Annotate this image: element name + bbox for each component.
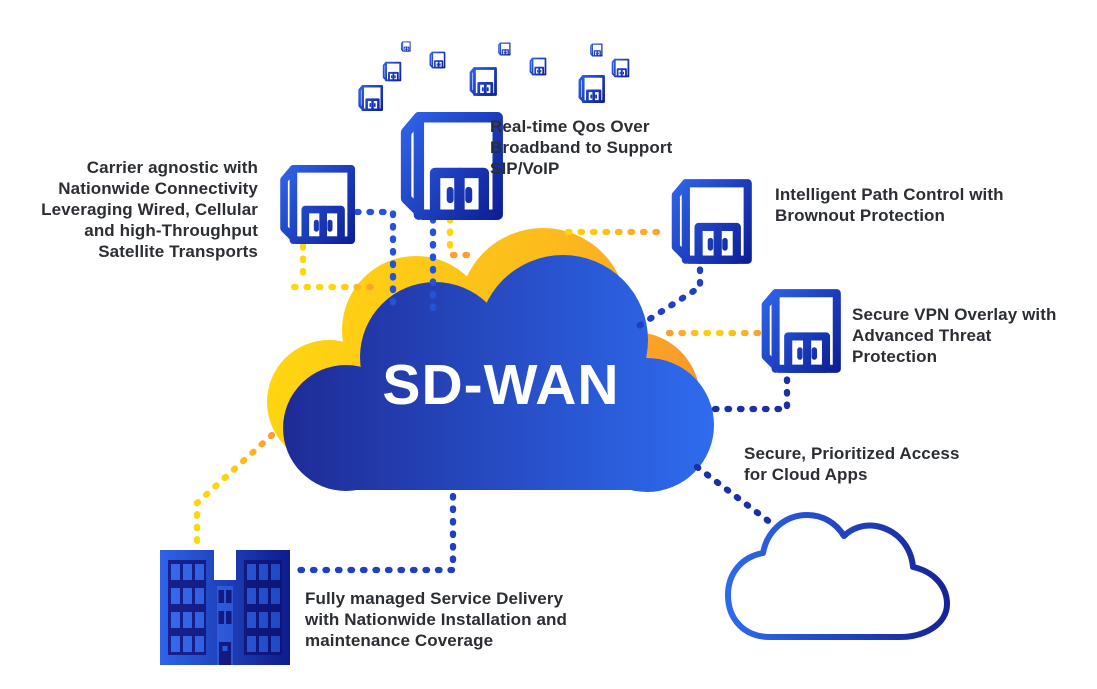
- edge-device-icon: [529, 57, 547, 76]
- connector-cloud-to-office-blue: [295, 492, 457, 574]
- edge-device-icon: [578, 75, 605, 103]
- label-realtime-qos: Real-time Qos Over Broadband to Support …: [490, 117, 673, 178]
- edge-device-icon-vpn: [766, 293, 837, 369]
- label-vpn-overlay: Secure VPN Overlay with Advanced Threat …: [852, 305, 1057, 366]
- edge-device-icon: [429, 51, 446, 69]
- office-buildings-icon: [160, 550, 290, 665]
- connector-vpn-to-cloud: [710, 363, 791, 413]
- edge-device-icon-path-control: [676, 183, 748, 259]
- edge-device-icon: [469, 67, 497, 96]
- edge-device-icon: [358, 84, 384, 112]
- edge-device-icon: [611, 58, 630, 78]
- label-cloud-apps: Secure, Prioritized Access for Cloud App…: [744, 444, 960, 484]
- edge-device-icon: [400, 41, 411, 52]
- edge-device-icon: [382, 61, 402, 82]
- edge-device-icon: [590, 43, 603, 57]
- edge-device-icon-top: [406, 117, 498, 214]
- edge-device-icon-left: [284, 169, 351, 240]
- sdwan-title: SD-WAN: [382, 353, 620, 417]
- edge-device-cluster: [358, 41, 630, 112]
- connector-cloud-to-cloud-apps: [693, 463, 775, 527]
- sdwan-cloud-icon: [283, 255, 714, 492]
- connector-path-control-to-cloud: [630, 253, 704, 333]
- connector-left-device-to-cloud: [353, 208, 397, 307]
- label-managed-service: Fully managed Service Delivery with Nati…: [305, 589, 567, 650]
- connector-cloud-to-office-yellow: [193, 431, 276, 550]
- cloud-outline-icon: [725, 512, 950, 640]
- label-path-control: Intelligent Path Control with Brownout P…: [775, 185, 1004, 225]
- edge-device-icon: [498, 42, 511, 56]
- label-carrier-agnostic: Carrier agnostic with Nationwide Connect…: [41, 158, 258, 261]
